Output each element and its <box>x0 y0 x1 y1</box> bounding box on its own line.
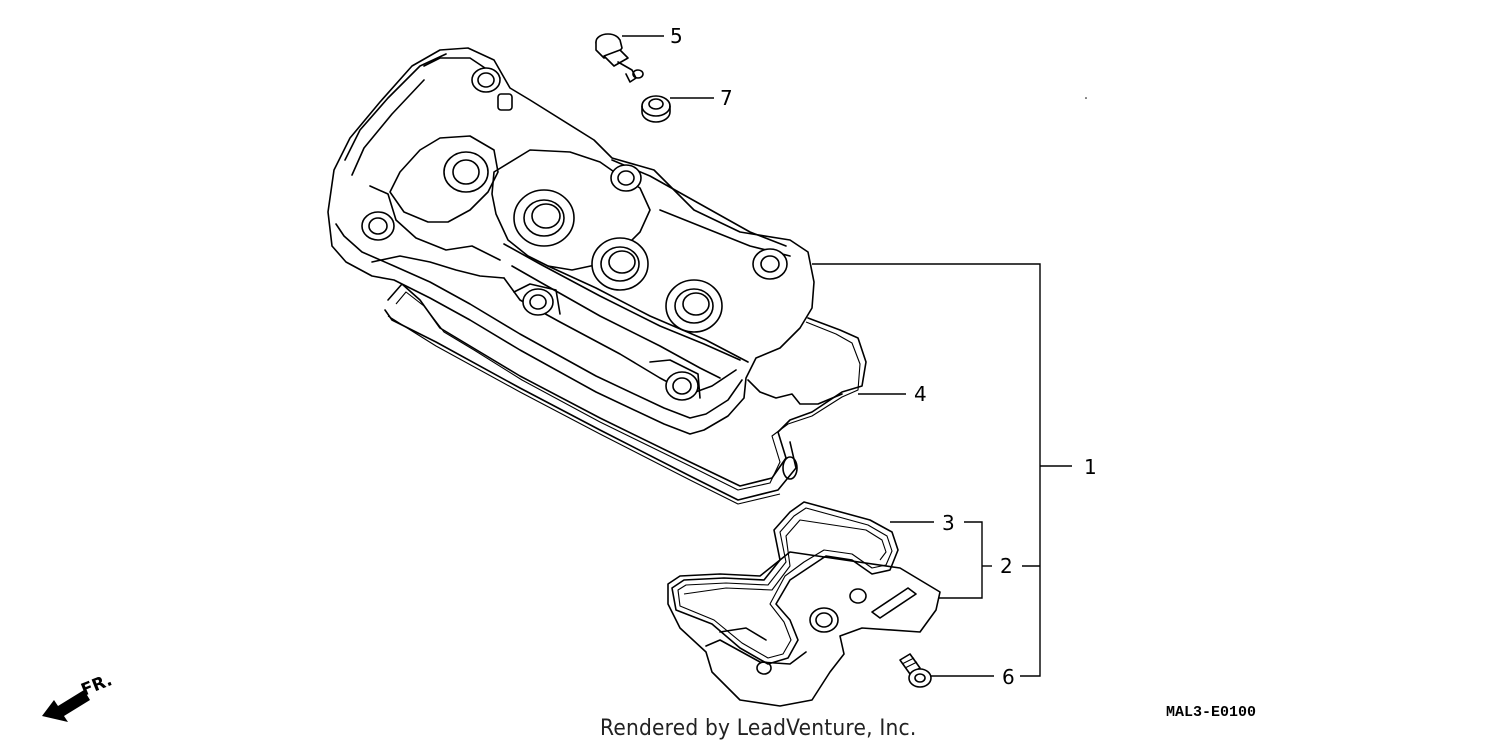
callout-4: 4 <box>914 382 927 406</box>
cylinder-head-cover[interactable] <box>327 47 815 435</box>
mount-boss-upper-mid <box>610 164 642 192</box>
plug-hole-2 <box>591 237 649 291</box>
front-label: FR. <box>78 670 115 700</box>
plug-hole-left <box>443 151 489 193</box>
mount-boss-lower-mid <box>522 288 554 316</box>
plug-hole-3 <box>665 279 723 333</box>
cover-bolt[interactable] <box>595 33 644 83</box>
mount-boss-lower-right <box>665 371 699 401</box>
cover-gasket[interactable] <box>384 283 867 505</box>
diagram-reference-code: MAL3-E0100 <box>1166 704 1257 721</box>
callout-5: 5 <box>670 24 683 48</box>
breather-plate-gasket[interactable] <box>671 501 899 665</box>
breather-plate[interactable] <box>667 551 941 707</box>
callout-1: 1 <box>1084 455 1097 479</box>
render-credit: Rendered by LeadVenture, Inc. <box>600 716 917 741</box>
seal-washer[interactable] <box>641 95 671 123</box>
leader-lines <box>622 35 1072 677</box>
callout-2: 2 <box>1000 554 1013 578</box>
front-arrow-icon <box>42 690 90 722</box>
mount-boss-rear-left <box>471 67 501 93</box>
plug-hole-1 <box>513 189 575 247</box>
callout-3: 3 <box>942 511 955 535</box>
callout-6: 6 <box>1002 665 1015 689</box>
front-direction-indicator: FR. <box>42 670 115 722</box>
plate-bolt[interactable] <box>899 653 932 688</box>
mount-boss-front-left <box>361 211 395 241</box>
mount-boss-rear-right <box>752 248 788 280</box>
callout-7: 7 <box>720 86 733 110</box>
